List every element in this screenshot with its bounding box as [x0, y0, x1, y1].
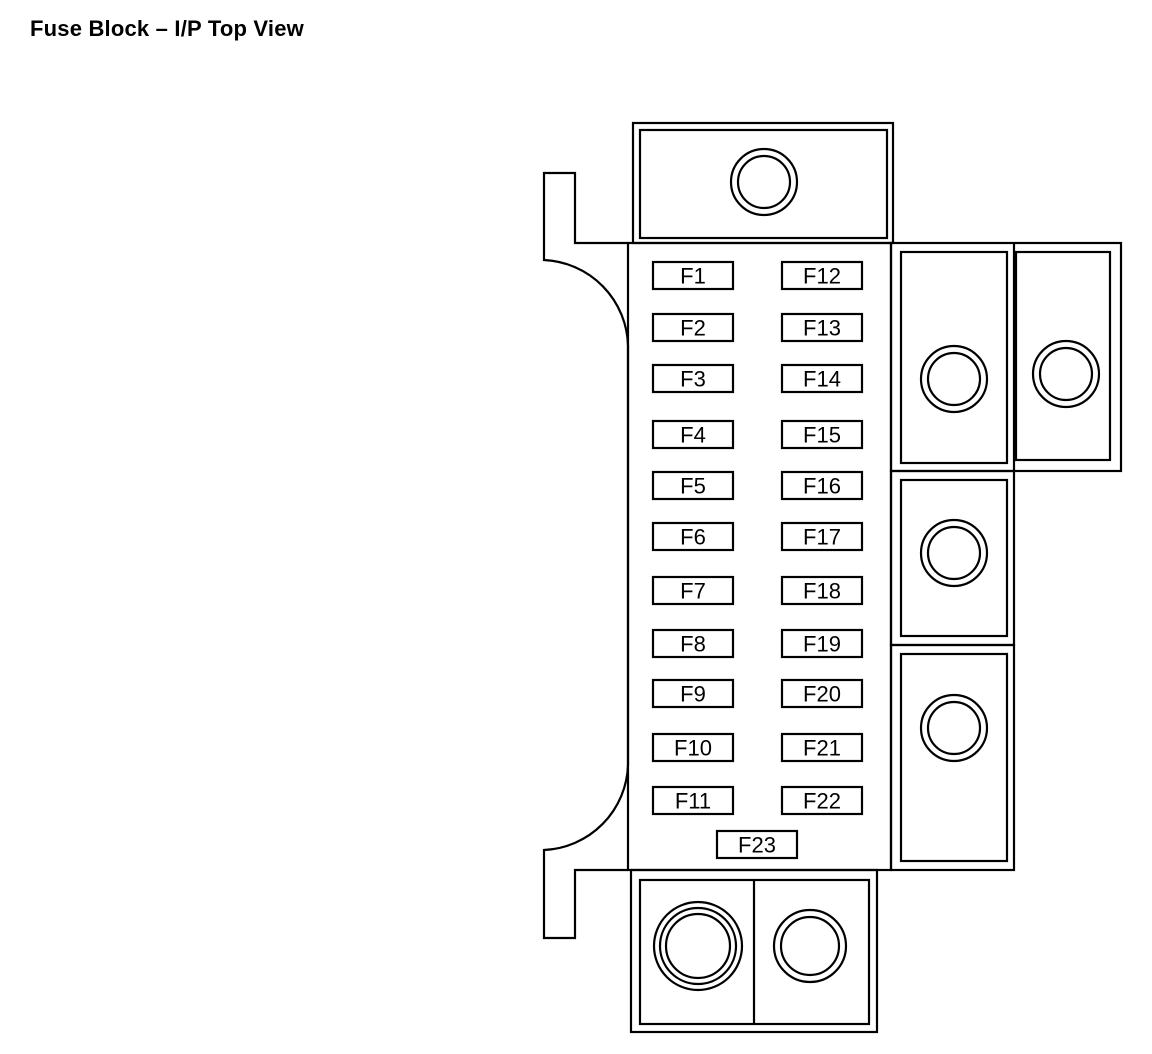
fuse-f10: F10	[651, 732, 735, 763]
fuse-f2: F2	[651, 312, 735, 343]
left-mounting-tab	[542, 171, 630, 940]
fuse-f9: F9	[651, 678, 735, 709]
fuse-label: F16	[803, 474, 841, 499]
fuse-slot	[780, 419, 864, 450]
fuse-slot	[651, 363, 735, 394]
fuse-f12: F12	[780, 260, 864, 291]
fuse-slot	[780, 470, 864, 501]
fuse-f4: F4	[651, 419, 735, 450]
fuse-label: F3	[680, 367, 706, 392]
fuse-label: F6	[680, 525, 706, 550]
fuse-block-housing	[542, 121, 1123, 1034]
fuse-f22: F22	[780, 785, 864, 816]
fuse-slot	[780, 260, 864, 291]
fuse-label: F10	[674, 736, 712, 761]
fuse-label: F15	[803, 423, 841, 448]
fuse-f7: F7	[651, 575, 735, 606]
stud-bottom-left	[652, 900, 744, 992]
fuse-label: F5	[680, 474, 706, 499]
fuse-label: F19	[803, 632, 841, 657]
fuse-label: F21	[803, 736, 841, 761]
fuse-slot	[780, 732, 864, 763]
top-relay-housing-inner	[638, 128, 889, 240]
fuse-f17: F17	[780, 521, 864, 552]
stud-right-middle	[919, 518, 989, 588]
fuse-f23: F23	[715, 829, 799, 860]
stud-right-lower	[919, 693, 989, 763]
fuse-slot	[651, 575, 735, 606]
fuse-slot	[780, 363, 864, 394]
stud-bottom-right	[772, 908, 848, 984]
fuse-f5: F5	[651, 470, 735, 501]
fuse-label: F13	[803, 316, 841, 341]
fuse-f21: F21	[780, 732, 864, 763]
fuse-f3: F3	[651, 363, 735, 394]
fuse-label: F22	[803, 789, 841, 814]
fuse-label: F9	[680, 682, 706, 707]
fuse-slot	[780, 575, 864, 606]
fuse-f20: F20	[780, 678, 864, 709]
fuse-f18: F18	[780, 575, 864, 606]
fuse-slot	[715, 829, 799, 860]
page-title: Fuse Block – I/P Top View	[30, 16, 304, 41]
right-middle-block-outer	[889, 469, 1016, 647]
fuse-label: F12	[803, 264, 841, 289]
fuse-slot	[651, 419, 735, 450]
right-middle-block-inner	[899, 478, 1009, 638]
fuse-slot	[651, 678, 735, 709]
right-lower-block-outer	[889, 643, 1016, 872]
fuse-slot	[780, 628, 864, 659]
fuse-f15: F15	[780, 419, 864, 450]
stud-top-relay	[729, 147, 799, 217]
right-lower-block-inner	[899, 652, 1009, 863]
fuse-slot	[651, 732, 735, 763]
fuse-f13: F13	[780, 312, 864, 343]
fuse-slot	[651, 521, 735, 552]
fuse-label: F23	[738, 833, 776, 858]
fuse-slot	[651, 470, 735, 501]
fuse-label: F11	[675, 789, 711, 814]
fuse-label: F7	[680, 579, 706, 604]
fuse-slot	[780, 678, 864, 709]
stud-right-upper-left	[919, 344, 989, 414]
fuse-label: F17	[803, 525, 841, 550]
fuse-f8: F8	[651, 628, 735, 659]
stud-right-upper-right	[1031, 339, 1101, 409]
fuse-slot	[780, 785, 864, 816]
fuse-slot	[780, 312, 864, 343]
fuse-slot	[651, 785, 735, 816]
bottom-relay-housing-outer	[629, 868, 879, 1034]
main-fuse-panel	[626, 241, 893, 872]
fuse-f11: F11	[651, 785, 735, 816]
fuse-slot	[651, 628, 735, 659]
fuse-label: F20	[803, 682, 841, 707]
terminal-studs	[652, 147, 1101, 992]
fuse-f19: F19	[780, 628, 864, 659]
fuse-slot	[651, 260, 735, 291]
fuse-label: F2	[680, 316, 706, 341]
fuse-slot	[780, 521, 864, 552]
fuse-f1: F1	[651, 260, 735, 291]
fuse-f6: F6	[651, 521, 735, 552]
right-upper-block-left-inner	[899, 250, 1009, 465]
right-upper-block-right-inner	[1014, 250, 1112, 462]
fuse-label: F4	[680, 423, 706, 448]
fuse-label: F1	[680, 264, 706, 289]
fuse-label: F18	[803, 579, 841, 604]
fuse-slot	[651, 312, 735, 343]
fuse-f14: F14	[780, 363, 864, 394]
top-relay-housing-outer	[631, 121, 895, 245]
fuse-f16: F16	[780, 470, 864, 501]
fuse-label: F8	[680, 632, 706, 657]
fuse-label: F14	[803, 367, 841, 392]
